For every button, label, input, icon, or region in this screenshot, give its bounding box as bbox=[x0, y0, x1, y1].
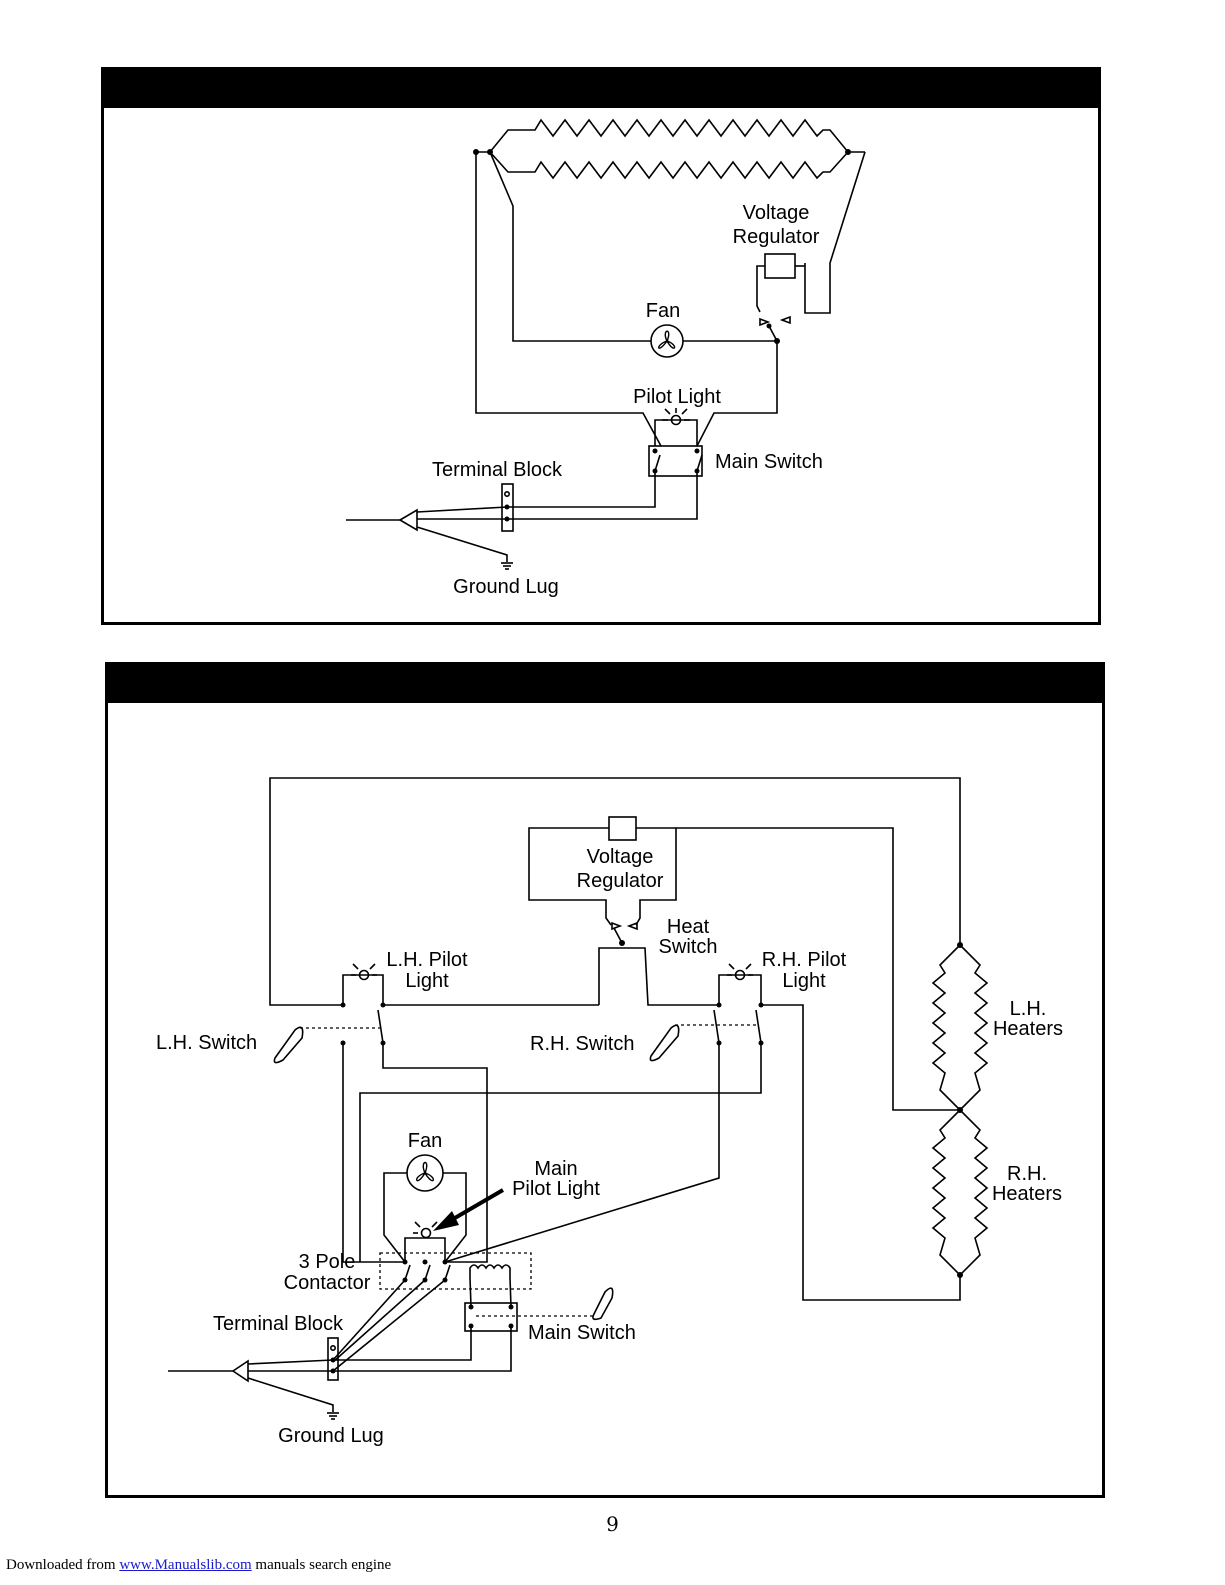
heat-switch-label-line-1: Heat bbox=[667, 916, 710, 938]
ground-lug-label: Ground Lug bbox=[453, 576, 559, 598]
page-number: 9 bbox=[606, 1512, 619, 1536]
terminal-block-label: Terminal Block bbox=[432, 459, 563, 481]
rh-pilot-light-label-line-2: Light bbox=[782, 970, 826, 992]
voltage-regulator-1 bbox=[756, 253, 805, 344]
lh-heaters-label-line-2: Heaters bbox=[993, 1018, 1063, 1040]
manualslib-link[interactable]: www.Manualslib.com bbox=[119, 1557, 252, 1573]
main-switch-label: Main Switch bbox=[715, 451, 823, 473]
lh-heaters-label-line-1: L.H. bbox=[1010, 998, 1047, 1020]
lh-pilot-light-label-line-2: Light bbox=[405, 970, 449, 992]
lh-switch bbox=[273, 1002, 386, 1064]
rh-heaters bbox=[931, 1109, 989, 1278]
fan-2-label: Fan bbox=[408, 1130, 442, 1152]
ground-lug-2-label: Ground Lug bbox=[278, 1425, 384, 1447]
main-switch-2-label: Main Switch bbox=[528, 1322, 636, 1344]
main-pilot-light-icon bbox=[404, 1221, 446, 1262]
pilot-light-icon bbox=[654, 408, 698, 446]
footer-prefix: Downloaded from bbox=[6, 1557, 120, 1573]
wiring-diagram-2: Voltage Regulator Heat Switch L.H. Pilot… bbox=[156, 777, 1063, 1447]
lh-switch-label: L.H. Switch bbox=[156, 1032, 257, 1054]
voltage-regulator-label-line-2: Regulator bbox=[733, 226, 820, 248]
fan-icon bbox=[650, 324, 684, 358]
rh-switch-label: R.H. Switch bbox=[530, 1033, 634, 1055]
diagram-panel-1 bbox=[101, 67, 1101, 625]
panel-2-header-bar bbox=[108, 665, 1102, 703]
three-pole-contactor bbox=[379, 1252, 532, 1290]
voltage-regulator-2-label-line-2: Regulator bbox=[577, 870, 664, 892]
heat-switch-label-line-2: Switch bbox=[659, 936, 718, 958]
rh-pilot-light-label-line-1: R.H. Pilot bbox=[762, 949, 847, 971]
main-pilot-light-label-line-2: Pilot Light bbox=[512, 1178, 600, 1200]
download-footer: Downloaded from www.Manualslib.com manua… bbox=[6, 1557, 391, 1574]
terminal-block-2-label: Terminal Block bbox=[213, 1313, 344, 1335]
lh-pilot-light-label-line-1: L.H. Pilot bbox=[386, 949, 468, 971]
diagram-panel-2 bbox=[105, 662, 1105, 1498]
rh-switch bbox=[649, 1002, 764, 1062]
lh-pilot-light-icon bbox=[342, 963, 384, 1005]
lh-heaters bbox=[931, 942, 989, 1113]
contactor-label-line-1: 3 Pole bbox=[299, 1251, 356, 1273]
fan-label: Fan bbox=[646, 300, 680, 322]
voltage-regulator-label-line-1: Voltage bbox=[743, 202, 810, 224]
main-pilot-light-label-line-1: Main bbox=[534, 1158, 577, 1180]
voltage-regulator-2-label-line-1: Voltage bbox=[587, 846, 654, 868]
heater-elements bbox=[473, 118, 865, 180]
ground-lug-icon-1 bbox=[501, 562, 513, 570]
footer-suffix: manuals search engine bbox=[251, 1557, 392, 1573]
wiring-diagram-1: Voltage Regulator Fan Pilot Light Termin… bbox=[346, 118, 866, 598]
rh-heaters-label-line-1: R.H. bbox=[1007, 1163, 1047, 1185]
panel-1-header-bar bbox=[104, 70, 1098, 108]
main-pilot-light-pointer-arrow bbox=[433, 1188, 505, 1231]
ground-lug-icon-2 bbox=[327, 1412, 339, 1420]
fan-icon-2 bbox=[383, 1154, 467, 1263]
power-cord-plug-1 bbox=[346, 506, 508, 562]
rh-pilot-light-icon bbox=[718, 963, 762, 1005]
main-switch-1 bbox=[648, 445, 703, 477]
contactor-label-line-2: Contactor bbox=[284, 1272, 371, 1294]
voltage-regulator-2 bbox=[528, 816, 960, 1111]
pilot-light-label: Pilot Light bbox=[633, 386, 721, 408]
power-cord-plug-2 bbox=[168, 1359, 334, 1412]
rh-heaters-label-line-2: Heaters bbox=[992, 1183, 1062, 1205]
